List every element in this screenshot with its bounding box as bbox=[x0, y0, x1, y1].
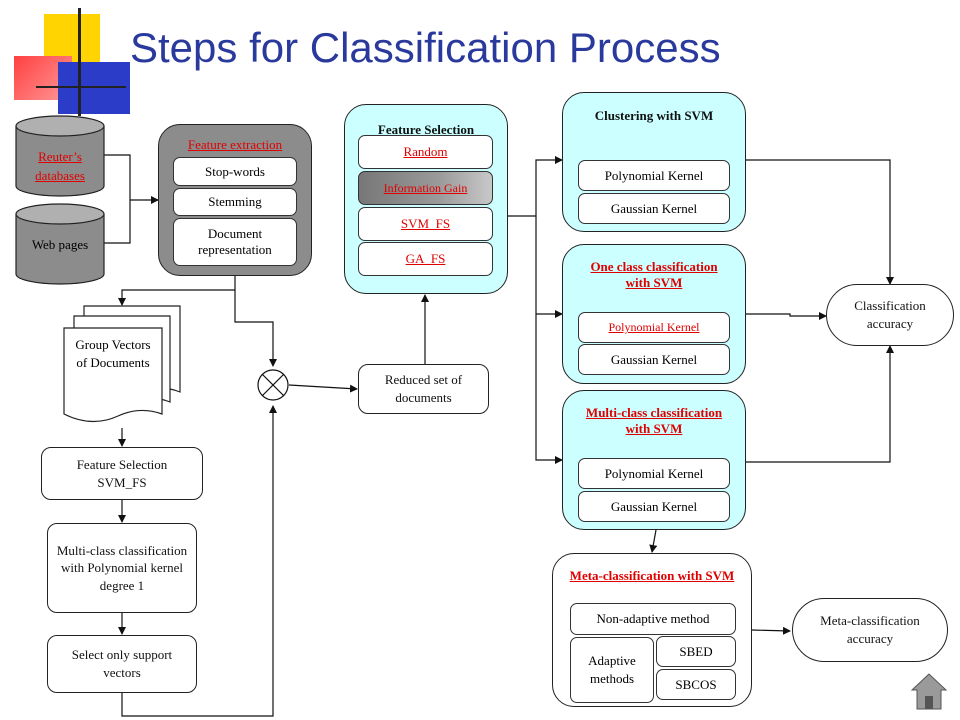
fs-to-oneclass-arrow bbox=[535, 216, 563, 318]
sources-bracket bbox=[104, 154, 131, 244]
fs-item-ga-fs[interactable]: GA_FS bbox=[358, 242, 493, 276]
sbed-method: SBED bbox=[656, 636, 736, 667]
feature-extraction-header[interactable]: Feature extraction bbox=[187, 137, 283, 152]
meta-classification-header[interactable]: Meta-classification with SVM bbox=[569, 568, 735, 583]
multiclass-to-meta-arrow bbox=[649, 529, 658, 553]
reuters-database-label[interactable]: Reuter’s databases bbox=[35, 149, 85, 183]
fs-item-information-gain[interactable]: Information Gain bbox=[358, 171, 493, 205]
fe-item-document-representation: Document representation bbox=[173, 218, 297, 266]
clustering-header: Clustering with SVM bbox=[594, 108, 714, 123]
clustering-to-acc-arrow bbox=[728, 159, 894, 285]
select-support-vectors-node: Select only support vectors bbox=[47, 635, 197, 693]
feature-selection-header: Feature Selection bbox=[377, 122, 475, 137]
fe-item-stop-words: Stop-words bbox=[173, 157, 297, 186]
slide-title: Steps for Classification Process bbox=[130, 24, 721, 71]
fe-to-mult-arrow bbox=[234, 290, 277, 367]
group-vectors-document-stack bbox=[63, 305, 181, 423]
decor-horizontal-line bbox=[36, 86, 126, 88]
multi-class-polynomial-kernel: Polynomial Kernel bbox=[578, 458, 730, 489]
non-adaptive-method: Non-adaptive method bbox=[570, 603, 736, 635]
meta-to-acc-arrow bbox=[751, 626, 791, 635]
decor-blue-square bbox=[58, 62, 130, 114]
classification-accuracy-node: Classification accuracy bbox=[826, 284, 954, 346]
reduced-set-node: Reduced set of documents bbox=[358, 364, 489, 414]
multi-class-header[interactable]: Multi-class classification with SVM bbox=[585, 405, 723, 437]
sbcos-method: SBCOS bbox=[656, 669, 736, 700]
fs-to-clustering-arrow bbox=[508, 156, 563, 217]
one-class-header[interactable]: One class classification with SVM bbox=[590, 259, 718, 291]
home-icon[interactable] bbox=[910, 672, 948, 712]
web-pages-label: Web pages bbox=[31, 237, 89, 252]
fs-to-multiclass-arrow bbox=[535, 314, 563, 464]
multi-class-polynomial-node: Multi-class classification with Polynomi… bbox=[47, 523, 197, 613]
feature-selection-svm-fs-node: Feature Selection SVM_FS bbox=[41, 447, 203, 500]
multiclass-to-acc-arrow bbox=[745, 345, 894, 463]
web-pages-cylinder bbox=[15, 203, 105, 285]
multi-class-gaussian-kernel: Gaussian Kernel bbox=[578, 491, 730, 522]
fs-item-svm-fs[interactable]: SVM_FS bbox=[358, 207, 493, 241]
fe-item-stemming: Stemming bbox=[173, 188, 297, 216]
group-vectors-label: Group Vectors of Documents bbox=[75, 337, 151, 370]
select-to-mult-arrow bbox=[121, 405, 277, 717]
reuters-database-cylinder bbox=[15, 115, 105, 197]
one-class-gaussian-kernel: Gaussian Kernel bbox=[578, 344, 730, 375]
fe-to-group-arrow bbox=[118, 276, 236, 306]
meta-classification-accuracy-node: Meta-classification accuracy bbox=[792, 598, 948, 662]
clustering-polynomial-kernel: Polynomial Kernel bbox=[578, 160, 730, 191]
decor-vertical-line bbox=[78, 8, 81, 116]
multiply-node bbox=[257, 369, 289, 401]
oneclass-to-acc-arrow bbox=[745, 312, 827, 320]
clustering-gaussian-kernel: Gaussian Kernel bbox=[578, 193, 730, 224]
one-class-polynomial-kernel[interactable]: Polynomial Kernel bbox=[578, 312, 730, 343]
mult-to-reduced-arrow bbox=[288, 384, 358, 393]
fs-item-random[interactable]: Random bbox=[358, 135, 493, 169]
adaptive-methods: Adaptive methods bbox=[570, 637, 654, 703]
